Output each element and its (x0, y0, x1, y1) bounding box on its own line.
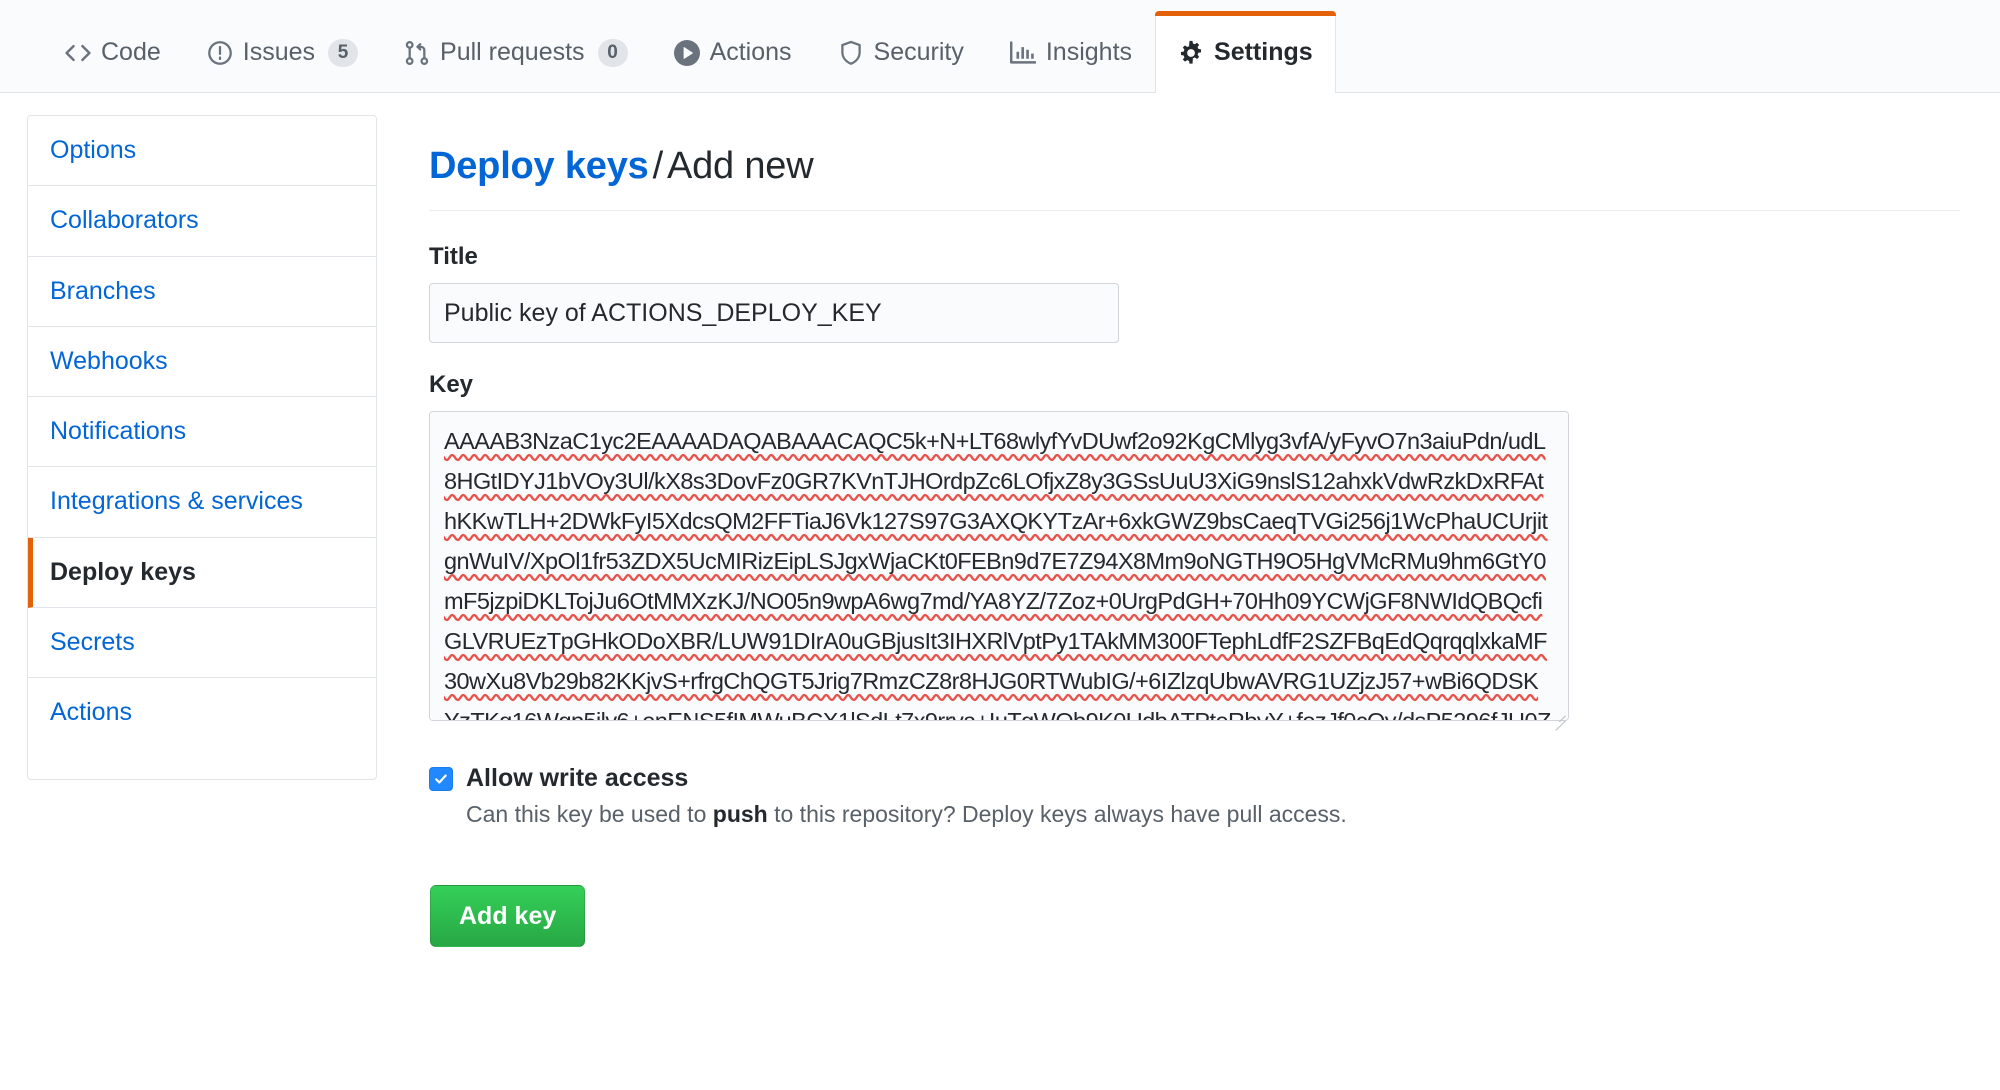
tab-pull-requests[interactable]: Pull requests 0 (381, 11, 651, 93)
sidebar-item-label: Integrations & services (50, 487, 303, 516)
tab-insights[interactable]: Insights (987, 11, 1155, 93)
tab-code[interactable]: Code (42, 11, 184, 93)
allow-write-access-checkbox[interactable] (429, 766, 453, 791)
sidebar-item-label: Options (50, 136, 137, 164)
tab-settings-label: Settings (1214, 38, 1313, 66)
main-content: Deploy keys/Add new Title Key Allow writ… (429, 115, 1960, 948)
issue-opened-icon (207, 40, 233, 66)
tab-actions-label: Actions (709, 38, 792, 66)
tab-code-label: Code (101, 38, 161, 66)
sidebar-item-label: Actions (50, 698, 132, 726)
tab-actions[interactable]: Actions (651, 11, 815, 93)
tab-security[interactable]: Security (815, 11, 987, 93)
git-pull-request-icon (404, 40, 430, 66)
help-suffix: to this repository? Deploy keys always h… (767, 801, 1347, 828)
breadcrumb-deploy-keys-link[interactable]: Deploy keys (429, 145, 649, 188)
help-prefix: Can this key be used to (466, 801, 713, 828)
sidebar-item-webhooks[interactable]: Webhooks (28, 326, 376, 397)
breadcrumb-current: Add new (666, 145, 814, 188)
sidebar-item-options[interactable]: Options (28, 116, 376, 187)
sidebar-item-label: Collaborators (50, 206, 199, 235)
sidebar-item-label: Deploy keys (50, 557, 196, 586)
tab-insights-label: Insights (1045, 38, 1133, 66)
sidebar-item-secrets[interactable]: Secrets (28, 607, 376, 678)
pull-requests-counter: 0 (597, 38, 628, 67)
tab-security-label: Security (873, 38, 964, 66)
breadcrumb: Deploy keys/Add new (429, 145, 1960, 212)
sidebar-item-label: Webhooks (50, 346, 168, 375)
sidebar-item-collaborators[interactable]: Collaborators (28, 186, 376, 257)
title-input[interactable] (429, 283, 1119, 344)
tab-pull-requests-label: Pull requests (440, 38, 585, 66)
graph-icon (1009, 40, 1036, 66)
key-field-group: Key (429, 371, 1960, 732)
sidebar-item-label: Notifications (50, 417, 187, 445)
allow-write-access-row: Allow write access (429, 764, 1960, 793)
allow-write-access-help: Can this key be used to push to this rep… (466, 801, 1960, 828)
key-label: Key (429, 371, 474, 399)
repo-nav: Code Issues 5 Pull requests 0 Actions Se… (0, 0, 2000, 93)
tab-issues-label: Issues (242, 38, 316, 66)
key-textarea-wrap (429, 411, 1569, 732)
breadcrumb-separator: / (652, 145, 664, 188)
play-icon (673, 39, 700, 66)
help-bold-push: push (712, 801, 768, 828)
title-field-group: Title (429, 243, 1960, 344)
sidebar-item-actions[interactable]: Actions (28, 678, 376, 748)
code-icon (65, 40, 91, 66)
add-key-button[interactable]: Add key (430, 885, 586, 948)
sidebar-item-notifications[interactable]: Notifications (28, 397, 376, 468)
sidebar-item-deploy-keys[interactable]: Deploy keys (28, 537, 376, 608)
settings-sidebar: Options Collaborators Branches Webhooks … (27, 115, 377, 780)
sidebar-item-integrations-services[interactable]: Integrations & services (28, 467, 376, 538)
title-label: Title (429, 243, 478, 271)
key-textarea[interactable] (429, 411, 1569, 722)
shield-icon (838, 40, 864, 66)
settings-page: Options Collaborators Branches Webhooks … (0, 93, 2000, 948)
tab-issues[interactable]: Issues 5 (184, 11, 381, 93)
sidebar-item-branches[interactable]: Branches (28, 256, 376, 327)
textarea-resize-handle[interactable] (1550, 707, 1566, 732)
tab-settings[interactable]: Settings (1155, 11, 1336, 93)
sidebar-item-label: Secrets (50, 627, 135, 656)
allow-write-access-label[interactable]: Allow write access (466, 764, 689, 793)
sidebar-item-label: Branches (50, 276, 156, 305)
gear-icon (1178, 40, 1204, 66)
issues-counter: 5 (328, 38, 359, 67)
